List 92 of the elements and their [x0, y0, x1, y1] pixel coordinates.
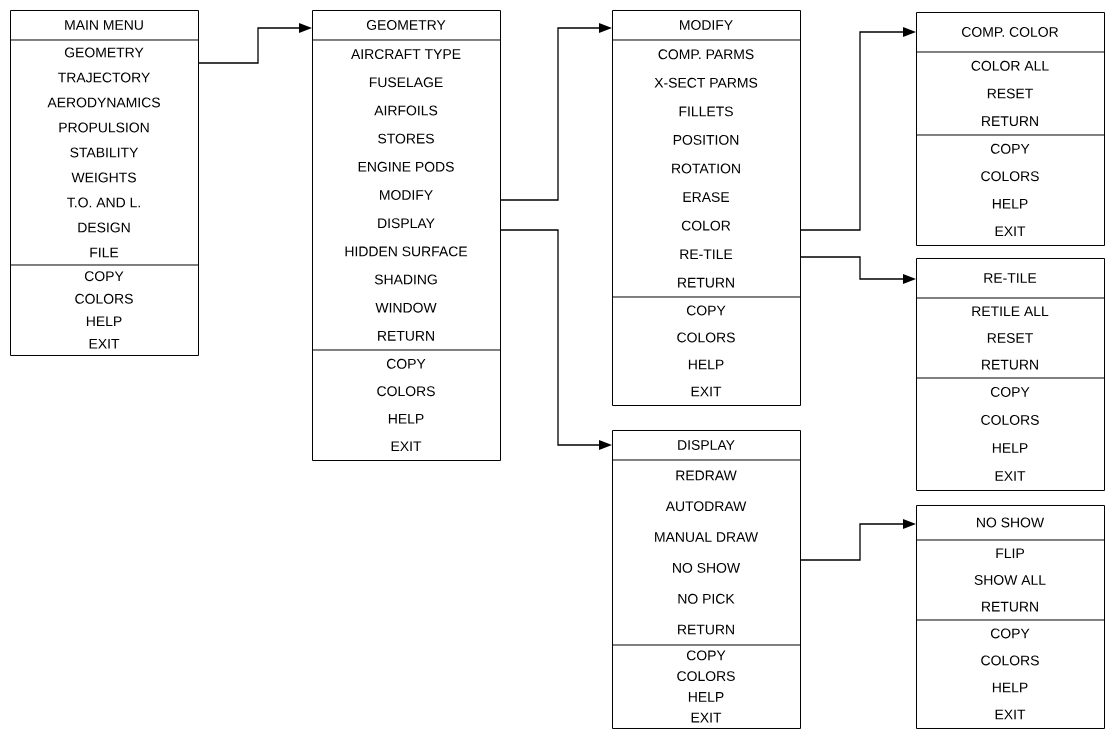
menu-item: STABILITY [70, 147, 139, 158]
menu-item: HELP [86, 316, 122, 326]
menu-item: WEIGHTS [71, 172, 136, 183]
menu-item: SHOW ALL [974, 575, 1046, 585]
menu-item: FILLETS [679, 106, 733, 117]
menu-title: COMP. COLOR [962, 27, 1059, 37]
connector-arrow [500, 229, 612, 450]
menu-item: SHADING [374, 274, 437, 285]
connector-arrow [800, 256, 916, 284]
menu-item: NO PICK [678, 593, 735, 604]
menu-item: COLORS [981, 171, 1039, 182]
menu-item: COLORS [677, 671, 735, 682]
menu-item: POSITION [673, 134, 739, 145]
menu-item: NO SHOW [673, 562, 741, 573]
connector-arrow [500, 23, 612, 201]
menu-item: COLORS [377, 386, 435, 397]
menu-item: RETURN [678, 277, 734, 288]
menu-box [915, 12, 1105, 246]
menu-item: FUSELAGE [369, 77, 443, 88]
menu-item: REDRAW [676, 470, 737, 481]
menu-title: GEOMETRY [366, 20, 446, 30]
menu-item: ENGINE PODS [358, 161, 454, 172]
menu-item: RETURN [378, 331, 434, 341]
menu-title: RE-TILE [984, 273, 1037, 283]
menu-title: MODIFY [680, 20, 733, 30]
menu-item: FLIP [996, 548, 1024, 559]
menu-item: MANUAL DRAW [655, 532, 758, 542]
menu-item: STORES [378, 133, 434, 144]
menu-box [915, 505, 1105, 729]
menu-item: HELP [688, 359, 724, 370]
menu-item: ERASE [683, 192, 730, 203]
menu-item: COPY [84, 271, 124, 282]
menu-item: RETURN [982, 116, 1038, 127]
menu-item: COPY [686, 650, 726, 661]
menu-box [611, 430, 801, 729]
menu-item: PROPULSION [59, 122, 149, 133]
menu-item: MODIFY [380, 190, 433, 200]
menu-item: AERODYNAMICS [47, 97, 160, 108]
connector-arrow [800, 27, 916, 231]
menu-item: COMP. PARMS [658, 49, 754, 60]
menu-item: EXIT [391, 441, 422, 451]
menu-item: COPY [990, 387, 1030, 397]
menu-item: EXIT [691, 386, 722, 397]
menu-item: EXIT [691, 712, 722, 723]
menu-item: RETURN [982, 359, 1038, 370]
menu-item: COPY [386, 358, 426, 369]
menu-item: COLOR ALL [971, 60, 1049, 71]
menu-item: AUTODRAW [665, 501, 747, 512]
menu-item: COLORS [981, 415, 1039, 425]
connector-arrow [198, 23, 312, 64]
menu-item: WINDOW [375, 302, 437, 313]
menu-item: TRAJECTORY [58, 72, 150, 83]
menu-item: RE-TILE [680, 249, 733, 259]
menu-box [311, 10, 501, 461]
menu-item: COLORS [75, 293, 133, 304]
menu-box [915, 258, 1105, 491]
menu-item: COLORS [677, 332, 735, 343]
menu-item: T.O. AND L. [67, 197, 140, 208]
menu-item: X-SECT PARMS [654, 77, 758, 88]
menu-item: AIRCRAFT TYPE [351, 49, 461, 60]
menu-item: COLORS [981, 655, 1039, 666]
menu-item: HIDDEN SURFACE [345, 246, 467, 257]
menu-item: COPY [686, 305, 726, 316]
menu-item: DISPLAY [378, 218, 435, 229]
menu-item: HELP [992, 199, 1028, 209]
menu-item: HELP [388, 414, 424, 424]
menu-title: DISPLAY [678, 440, 735, 450]
menu-item: EXIT [995, 471, 1026, 481]
menu-title: MAIN MENU [65, 20, 143, 30]
menu-item: RESET [987, 88, 1033, 99]
menu-title: NO SHOW [977, 517, 1045, 528]
menu-item: FILE [90, 247, 119, 258]
menu-item: DESIGN [78, 222, 130, 233]
menu-item: COPY [990, 628, 1030, 639]
menu-box [611, 10, 801, 406]
menu-box [9, 10, 199, 356]
menu-item: RETURN [678, 624, 734, 635]
connector-arrow [800, 519, 916, 561]
menu-item: COLOR [681, 220, 731, 231]
menu-item: HELP [992, 443, 1028, 453]
menu-item: EXIT [995, 226, 1026, 236]
menu-item: COPY [990, 143, 1030, 154]
menu-item: RETILE ALL [972, 306, 1049, 317]
menu-item: ROTATION [672, 163, 740, 174]
menu-item: RESET [987, 333, 1033, 343]
menu-item: GEOMETRY [64, 47, 144, 58]
menu-item: EXIT [89, 339, 120, 349]
menu-item: EXIT [995, 709, 1026, 720]
menu-item: HELP [992, 682, 1028, 693]
menu-item: AIRFOILS [374, 105, 438, 116]
menu-item: HELP [688, 692, 724, 702]
menu-item: RETURN [982, 601, 1038, 612]
